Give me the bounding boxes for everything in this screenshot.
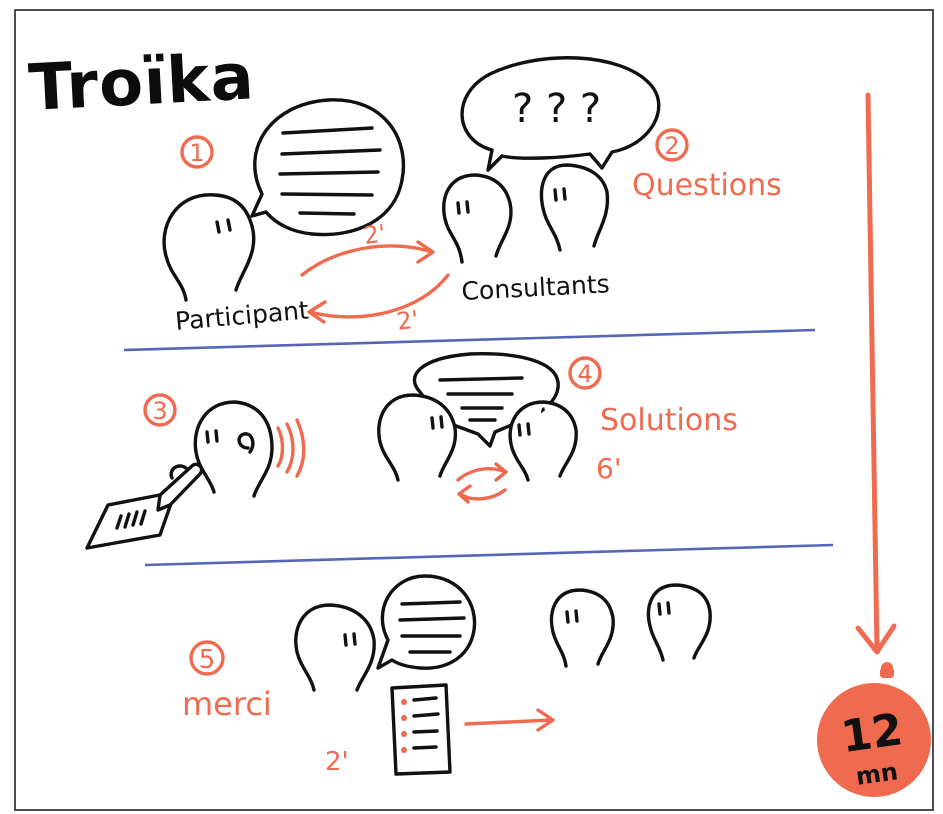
person-icon-consultant-6 — [646, 583, 712, 662]
step-4-badge: 4 — [568, 356, 602, 390]
stopwatch-icon: 12 mn — [817, 662, 931, 797]
speech-bubble-icon-thanks — [376, 574, 477, 670]
svg-text:4: 4 — [577, 360, 592, 388]
svg-text:5: 5 — [199, 645, 216, 675]
exchange-arrows-icon — [456, 462, 508, 504]
person-icon-consultant-5 — [549, 588, 615, 668]
arrow-icon-handover — [464, 708, 555, 732]
timer-value: 12 — [838, 704, 906, 763]
person-icon-consultant-3 — [377, 393, 458, 482]
step-2-label: Questions — [632, 168, 782, 203]
step-5-label: merci — [182, 685, 272, 723]
section-divider-1 — [123, 328, 816, 352]
person-icon-consultant-2 — [539, 163, 610, 252]
speech-bubble-icon — [250, 98, 406, 237]
pen-icon — [156, 462, 204, 512]
svg-text:3: 3 — [152, 397, 167, 425]
person-icon-consultant-1 — [442, 173, 513, 264]
svg-text:2: 2 — [664, 132, 679, 160]
speech-bubble-icon-questions: ? ? ? — [460, 56, 661, 172]
step-4-label: Solutions — [600, 403, 738, 438]
person-icon-thanking — [294, 603, 376, 692]
step-5-badge: 5 — [189, 640, 225, 676]
question-marks: ? ? ? — [512, 86, 601, 132]
ear-icon — [237, 432, 255, 454]
arrow-icon-to-participant — [307, 273, 450, 324]
step-1-badge: 1 — [180, 135, 214, 169]
step-5-duration: 2' — [325, 747, 349, 777]
svg-text:1: 1 — [189, 139, 204, 167]
step-4-duration: 6' — [596, 452, 622, 485]
person-icon-listening — [193, 400, 274, 498]
arrow-icon-to-consultants — [300, 240, 435, 277]
step-2-badge: 2 — [655, 128, 689, 162]
duration-to-participant: 2' — [395, 305, 421, 336]
person-icon-participant — [162, 193, 256, 302]
step-3-badge: 3 — [143, 393, 177, 427]
page-title: Troïka — [27, 40, 256, 126]
timer-unit: mn — [854, 757, 900, 791]
sound-waves-icon — [276, 418, 306, 478]
timeline-arrow-icon — [855, 92, 897, 655]
document-icon — [390, 683, 452, 776]
section-divider-2 — [144, 543, 834, 567]
duration-to-consultants: 2' — [362, 219, 388, 250]
person-icon-consultant-4 — [508, 400, 578, 482]
